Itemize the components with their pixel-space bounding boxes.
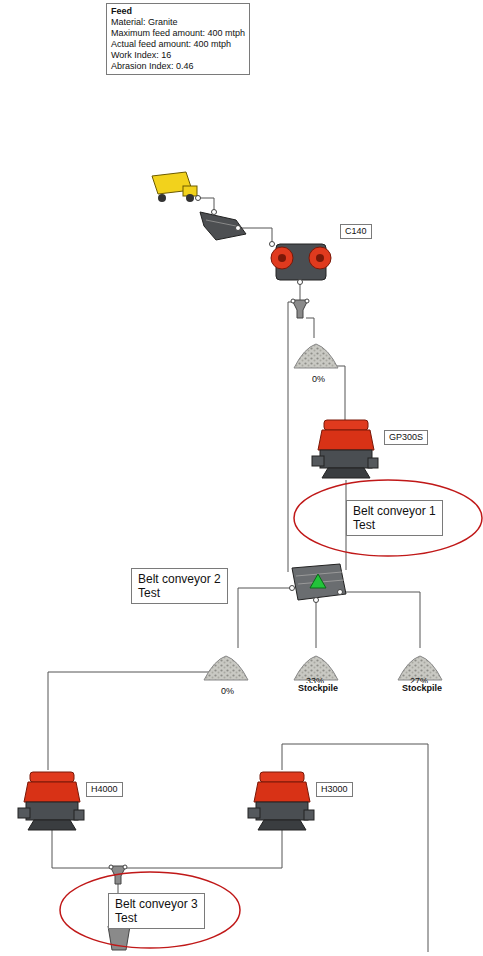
equipment-tag: GP300S (384, 430, 428, 445)
box-text: Test (138, 586, 221, 600)
equipment-tag: C140 (340, 224, 372, 239)
box-text: Test (353, 518, 436, 532)
box-text: Belt conveyor 1 (353, 504, 436, 518)
equipment-tag: H4000 (86, 782, 123, 797)
stockpile-label: Stockpile (400, 683, 444, 694)
stockpile-label: Stockpile (296, 683, 340, 694)
box-text: C140 (345, 226, 367, 237)
box-text: Abrasion Index: 0.46 (111, 61, 245, 72)
percent-label: 0% (312, 374, 325, 385)
box-text: Material: Granite (111, 17, 245, 28)
box-text: Belt conveyor 3 (115, 897, 198, 911)
box-text: Feed (111, 6, 245, 17)
box-text: Test (115, 911, 198, 925)
box-text: Maximum feed amount: 400 mtph (111, 28, 245, 39)
feed-info-box: FeedMaterial: GraniteMaximum feed amount… (106, 3, 250, 75)
box-text: Belt conveyor 2 (138, 572, 221, 586)
equipment-tag: H3000 (316, 782, 353, 797)
conveyor-box: Belt conveyor 3Test (108, 893, 205, 929)
percent-label: 0% (221, 686, 234, 697)
box-text: H3000 (321, 784, 348, 795)
box-text: Actual feed amount: 400 mtph (111, 39, 245, 50)
box-text: GP300S (389, 432, 423, 443)
box-text: H4000 (91, 784, 118, 795)
conveyor-box: Belt conveyor 2Test (131, 568, 228, 604)
box-text: Work Index: 16 (111, 50, 245, 61)
conveyor-box: Belt conveyor 1Test (346, 500, 443, 536)
